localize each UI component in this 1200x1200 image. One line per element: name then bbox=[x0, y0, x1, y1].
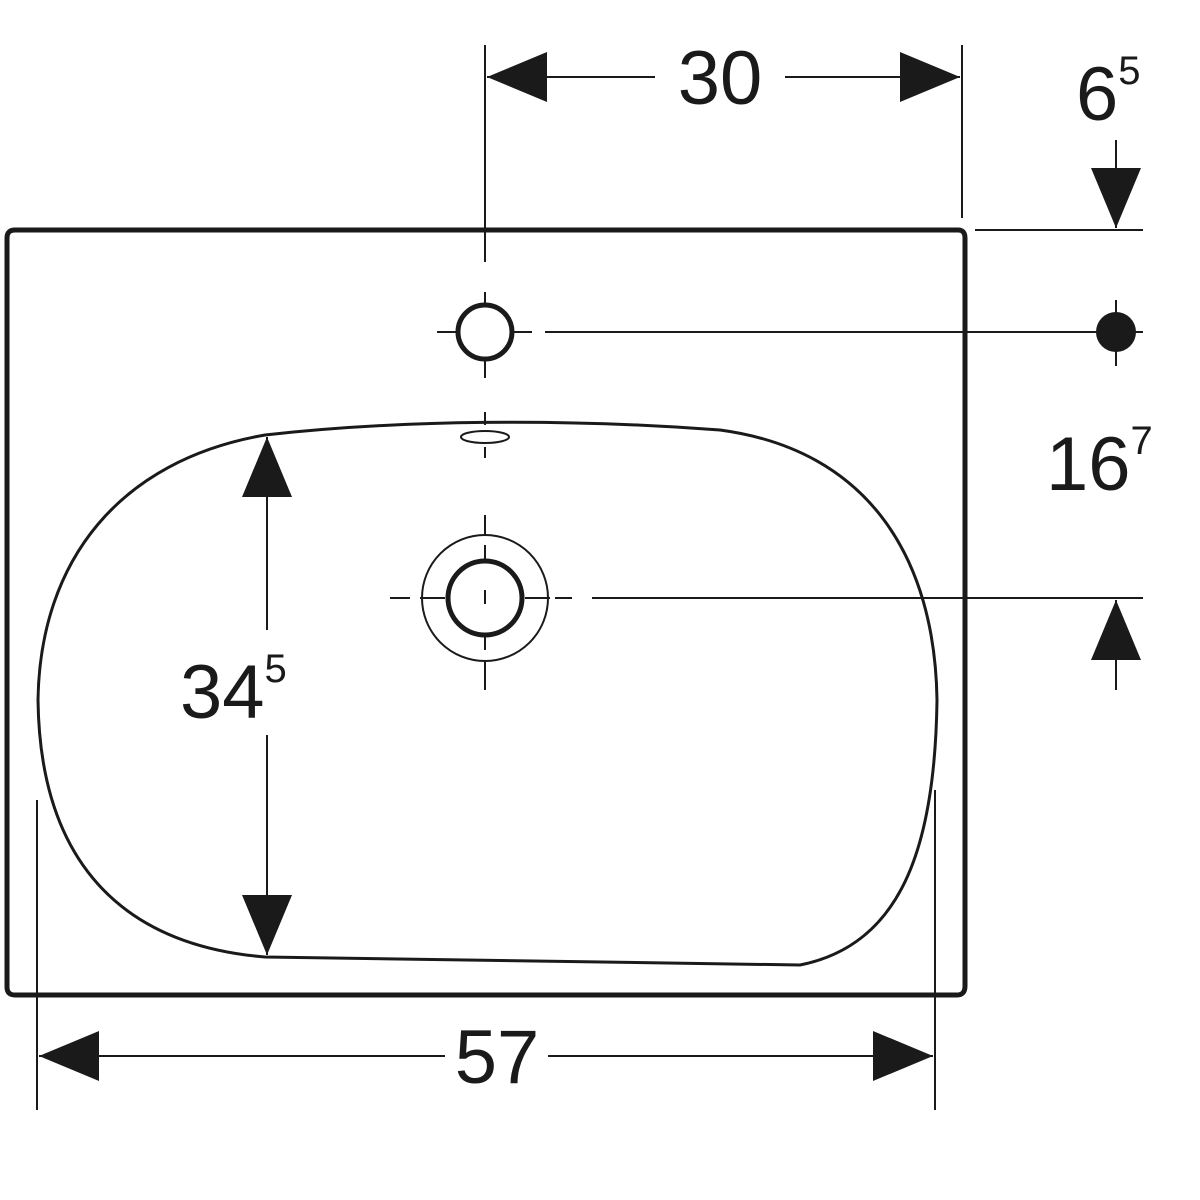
basin-outline bbox=[4, 227, 968, 998]
tap-reference-dot bbox=[1096, 312, 1136, 352]
dimension-label-34-5: 345 bbox=[180, 647, 287, 735]
tap-hole bbox=[437, 292, 532, 378]
dimension-label-6-5: 65 bbox=[1076, 49, 1141, 137]
dimension-label-16-7: 167 bbox=[1046, 419, 1153, 507]
dimension-label-30: 30 bbox=[678, 36, 763, 121]
dimension-label-57: 57 bbox=[455, 1015, 540, 1100]
overflow-slot bbox=[460, 412, 510, 458]
bowl-outline bbox=[36, 420, 939, 967]
drain bbox=[390, 515, 572, 690]
